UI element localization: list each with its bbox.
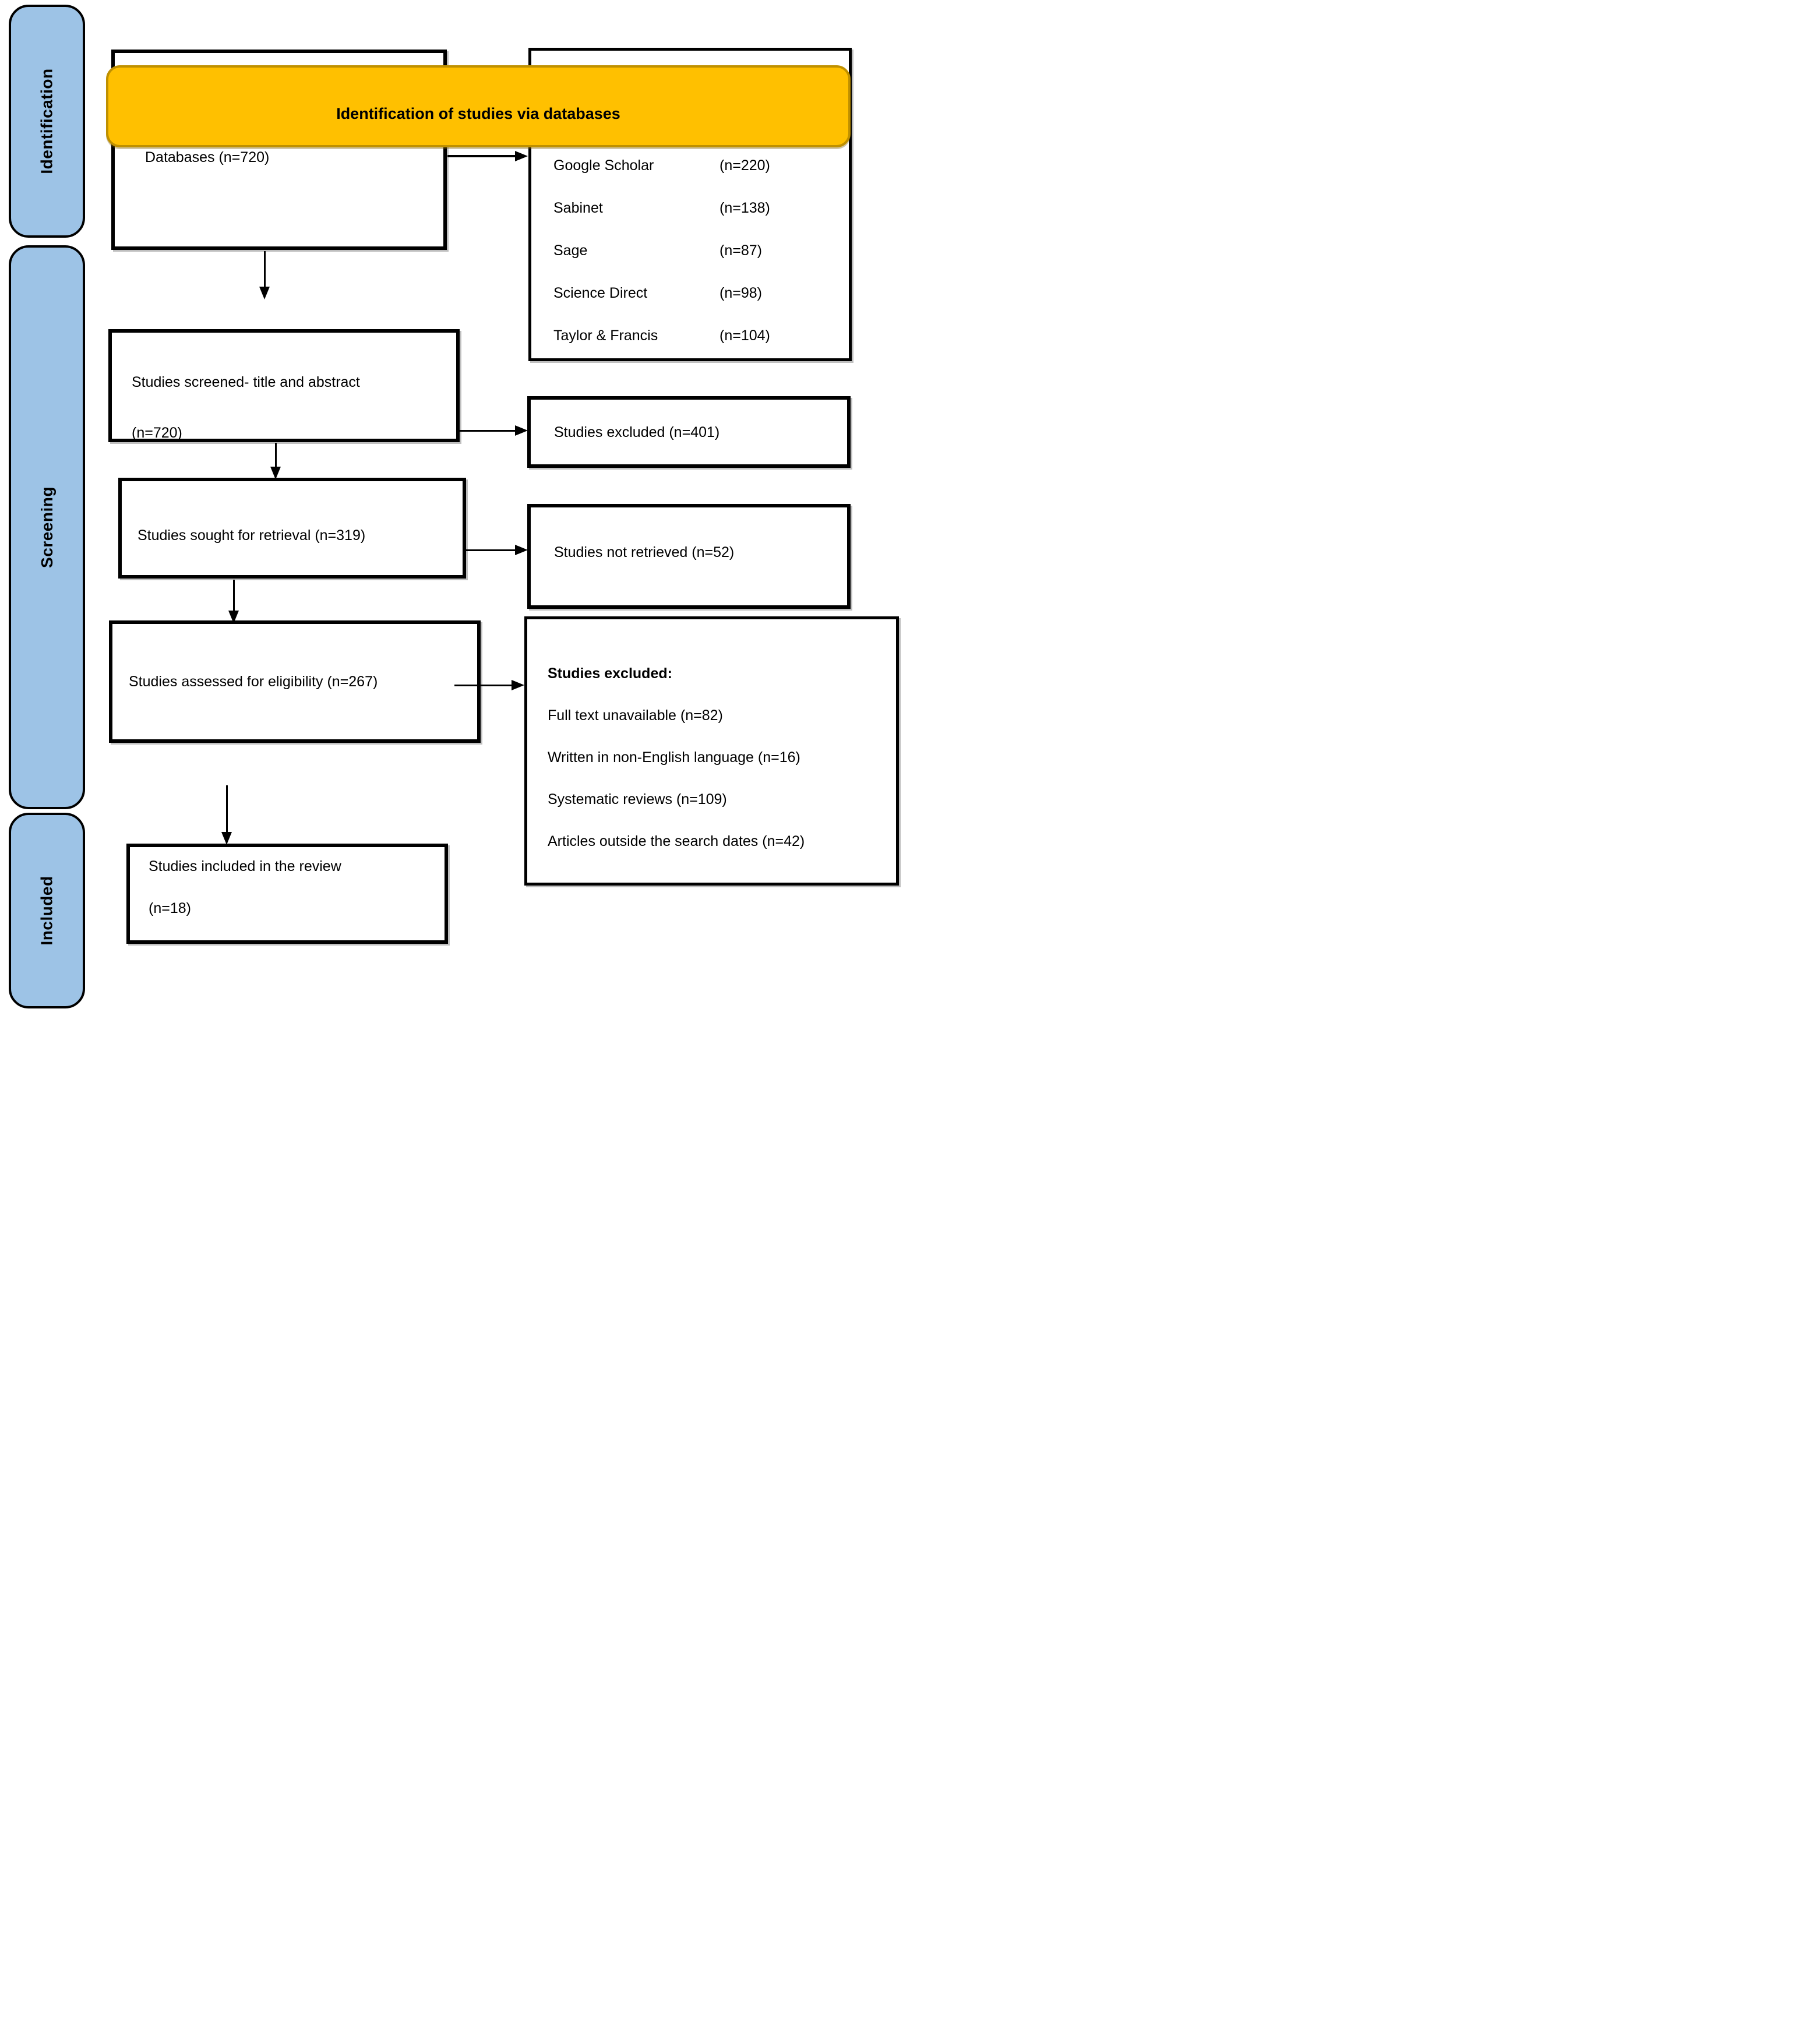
stage-screening: Screening [9, 245, 85, 809]
right-arrow-icon [512, 680, 524, 690]
right-arrow-icon [515, 545, 528, 555]
down-arrow-icon [228, 611, 239, 623]
box-studies-not-retrieved-label: Studies not retrieved (n=52) [554, 544, 735, 560]
banner-identification-of-studies: Identification of studies via databases [106, 65, 851, 147]
flow-arrow-assessed-to-included-shaft [226, 785, 228, 833]
down-arrow-icon [259, 287, 270, 299]
box-studies-excluded-eligibility: Studies excluded: Full text unavailable … [524, 616, 899, 886]
box-studies-included: Studies included in the review (n=18) [126, 844, 448, 944]
flow-arrow-databases-to-list-shaft [447, 155, 516, 157]
box-databases-label: Databases (n=720) [145, 149, 270, 165]
prisma-flow-diagram: Identification Screening Included Databa… [0, 0, 910, 1014]
box-studies-excluded-screening-label: Studies excluded (n=401) [554, 424, 720, 440]
box-studies-assessed-label: Studies assessed for eligibility (n=267) [129, 673, 378, 690]
database-row: Taylor & Francis (n=104) [553, 314, 849, 357]
right-arrow-icon [515, 425, 528, 436]
banner-title: Identification of studies via databases [336, 105, 620, 122]
box-studies-included-line1: Studies included in the review [149, 858, 341, 874]
excluded-reason: Full text unavailable (n=82) [548, 707, 723, 724]
box-studies-screened-line2: (n=720) [132, 425, 182, 441]
down-arrow-icon [270, 467, 281, 479]
database-name: Taylor & Francis [553, 327, 658, 344]
database-count: (n=104) [719, 327, 770, 344]
database-name: Google Scholar [553, 157, 654, 174]
flow-arrow-assessed-to-excluded-shaft [454, 685, 512, 686]
database-name: Sabinet [553, 199, 603, 216]
stage-identification-label: Identification [37, 68, 56, 174]
down-arrow-icon [221, 832, 232, 845]
flow-arrow-screened-to-sought-shaft [275, 443, 277, 467]
stage-included-label: Included [37, 876, 56, 946]
flow-arrow-databases-to-screened-shaft [264, 251, 266, 287]
stage-included: Included [9, 813, 85, 1008]
flow-arrow-sought-to-not-retrieved-shaft [466, 549, 515, 551]
excluded-reason: Articles outside the search dates (n=42) [548, 833, 805, 849]
box-studies-not-retrieved: Studies not retrieved (n=52) [527, 504, 851, 609]
database-count: (n=138) [719, 199, 770, 216]
excluded-reason: Systematic reviews (n=109) [548, 791, 727, 807]
box-studies-included-line2: (n=18) [149, 900, 191, 916]
flow-arrow-sought-to-assessed-shaft [233, 580, 235, 613]
box-studies-sought-label: Studies sought for retrieval (n=319) [137, 527, 366, 544]
database-count: (n=87) [719, 242, 762, 259]
box-studies-screened: Studies screened- title and abstract (n=… [108, 329, 460, 442]
excluded-heading: Studies excluded: [548, 665, 672, 682]
excluded-reason: Written in non-English language (n=16) [548, 749, 800, 766]
database-row: Sabinet (n=138) [553, 186, 849, 229]
box-studies-sought: Studies sought for retrieval (n=319) [118, 478, 466, 579]
stage-identification: Identification [9, 5, 85, 238]
box-studies-excluded-screening: Studies excluded (n=401) [527, 396, 851, 468]
database-name: Sage [553, 242, 588, 259]
flow-arrow-screened-to-excluded-shaft [460, 430, 515, 432]
database-row: Science Direct (n=98) [553, 271, 849, 314]
box-studies-screened-line1: Studies screened- title and abstract [132, 374, 360, 390]
database-row: Sage (n=87) [553, 229, 849, 271]
right-arrow-icon [515, 151, 528, 161]
stage-screening-label: Screening [37, 486, 56, 568]
database-count: (n=220) [719, 157, 770, 174]
database-row: Google Scholar (n=220) [553, 144, 849, 186]
box-studies-assessed: Studies assessed for eligibility (n=267) [109, 620, 481, 743]
database-count: (n=98) [719, 284, 762, 301]
database-name: Science Direct [553, 284, 648, 301]
